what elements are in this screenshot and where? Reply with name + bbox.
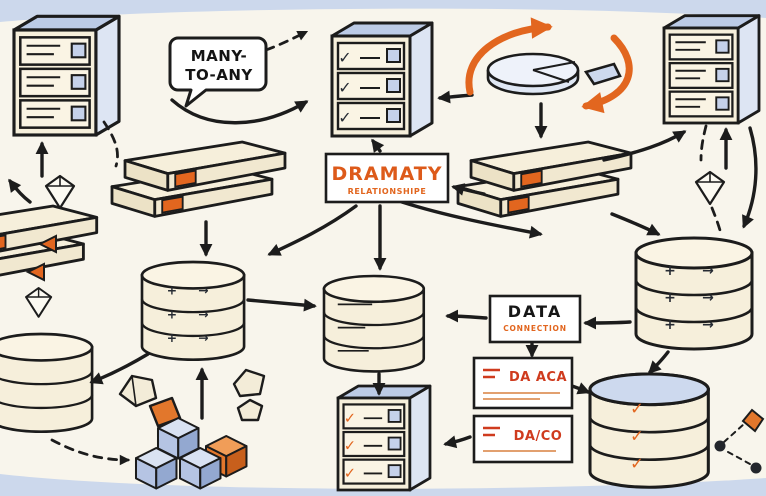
cube-icon [178, 446, 222, 490]
flow-arrows [8, 17, 758, 466]
cylinder-top [588, 372, 710, 407]
checkmark-icon: ✓ [344, 410, 356, 427]
plus-icon: + [167, 307, 177, 321]
arrow-right-database-down [647, 350, 670, 375]
arrow-list-box-to-bottom-database [570, 382, 591, 395]
stone-icon [232, 368, 266, 398]
database-bottom-right: ✓ ✓ ✓ [588, 372, 710, 489]
arrow-left-database-to-center [246, 298, 317, 312]
dashed-arrow-bottom-left [50, 438, 131, 466]
arrow-list-box-to-bottom-rack [443, 435, 472, 449]
plus-icon: + [664, 317, 676, 333]
node-dot [714, 440, 726, 452]
arrow-label-to-center-rack [371, 138, 385, 153]
orange-node-icon [741, 408, 765, 433]
panel-background [0, 8, 766, 489]
checkmark-icon: ✓ [630, 426, 644, 445]
orange-cycle-arrow-top [465, 17, 553, 96]
node-dot [750, 462, 762, 474]
dashed-arrow-bubble-right [264, 30, 309, 52]
server-rack-bottom: ✓ ✓ ✓ [336, 384, 432, 492]
data-box-subtitle: CONNECTION [503, 324, 567, 333]
list-box-top-title: DA ACA [509, 370, 567, 385]
database-mid-left: + → + → + → [140, 260, 246, 361]
arrow-right-database-to-data-box [583, 316, 632, 330]
relationship-title: DRAMATY [332, 163, 443, 185]
list-box-bottom-title: DA/CO [514, 429, 563, 444]
arrow-data-box-to-center-database [445, 309, 488, 323]
relationship-label-box: DRAMATY RELATIONSHIPE [324, 152, 450, 204]
dashed-gem-to-database-right [710, 206, 723, 236]
arrow-right-icon: → [702, 290, 714, 306]
checkmark-icon: ✓ [630, 399, 644, 418]
plus-icon: + [664, 290, 676, 306]
orange-cycle-arrow-bottom [581, 34, 633, 114]
orange-triangle-icon [25, 262, 45, 282]
checkmark-icon: ✓ [344, 465, 356, 482]
arrow-label-to-right-database [400, 200, 543, 239]
checkmark-icon: ✓ [338, 48, 351, 67]
data-box-title: DATA [508, 302, 562, 321]
checkmark-icon: ✓ [338, 108, 351, 127]
stone-icon [236, 398, 264, 422]
arrow-label-to-left-database [267, 204, 358, 256]
cube-icon [134, 446, 178, 490]
database-bottom-left [0, 332, 94, 433]
stone-icon [118, 374, 158, 408]
server-rack-top-left [12, 14, 121, 137]
dashed-link-top-left [102, 120, 119, 168]
server-rack-top-center: ✓ ✓ ✓ [330, 21, 434, 138]
plus-icon: + [167, 331, 177, 345]
checkmark-icon: ✓ [338, 78, 351, 97]
arrow-right-icon: → [198, 331, 208, 345]
arrow-bubble-to-center-rack [170, 98, 309, 125]
orange-triangle-icon [37, 234, 57, 254]
pie-disc [486, 52, 622, 96]
database-mid-right: + → + → + → [634, 236, 754, 351]
relationship-subtitle: RELATIONSHIPE [348, 187, 427, 196]
list-box-top: DA ACA [472, 356, 574, 410]
bubble-text-line2: TO-ANY [185, 66, 253, 84]
dashed-rack-to-gem-right [699, 124, 708, 162]
bubble-text-line1: MANY- [191, 47, 247, 65]
server-rack-top-right [662, 14, 761, 125]
list-box-bottom: DA/CO [472, 414, 574, 464]
arrow-right-icon: → [198, 307, 208, 321]
arrow-left-database-to-bottom [89, 352, 150, 385]
arrow-right-icon: → [702, 317, 714, 333]
speech-bubble: MANY- TO-ANY [168, 36, 268, 108]
arrow-disk-stack-to-right-database [610, 212, 661, 236]
arrow-disk-stack-to-label [451, 183, 486, 196]
pie-slice-icon [583, 62, 622, 86]
arrow-drives-up-left [8, 178, 32, 204]
arrow-disk-stack-to-rack-top-right [602, 130, 687, 162]
network-dots [714, 408, 765, 474]
database-center [322, 274, 426, 373]
data-connection-box: DATA CONNECTION [488, 294, 582, 344]
checkmark-icon: ✓ [630, 454, 644, 473]
arrow-rack-to-right-database [742, 126, 758, 229]
plus-icon: + [167, 284, 177, 298]
arrow-right-icon: → [198, 284, 208, 298]
checkmark-icon: ✓ [344, 437, 356, 454]
arrow-right-icon: → [702, 263, 714, 279]
plus-icon: + [664, 263, 676, 279]
